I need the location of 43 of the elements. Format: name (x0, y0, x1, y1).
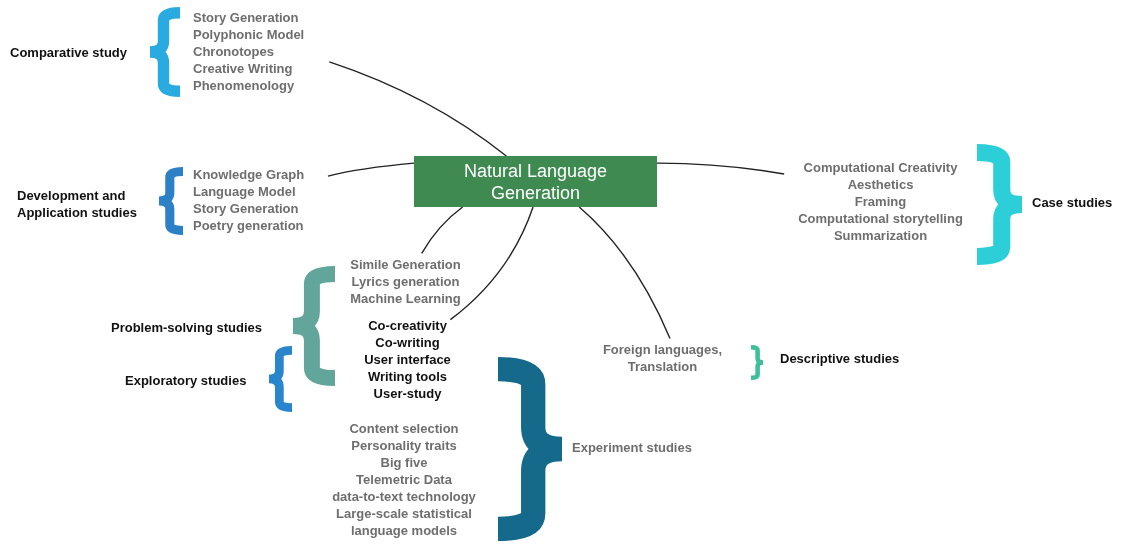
topic-term: Creative Writing (193, 60, 294, 77)
topic-term: Simile Generation (349, 256, 462, 273)
connector-line (656, 162, 785, 175)
topic-term: Story Generation (193, 9, 300, 26)
topic-term: Writing tools (366, 368, 449, 385)
topic-term: Co-writing (374, 334, 441, 351)
topic-term: Big five (379, 454, 429, 471)
topic-term: Poetry generation (193, 217, 305, 234)
category-label: Problem-solving studies (111, 319, 263, 336)
topic-term: Summarization (832, 227, 929, 244)
topic-term: Polyphonic Model (193, 26, 306, 43)
topic-term: Language Model (193, 183, 297, 200)
category-label: Experiment studies (572, 439, 693, 456)
topic-term: data-to-text technology (331, 488, 477, 505)
topic-term: Foreign languages, Translation (601, 341, 724, 375)
topic-term: Machine Learning (349, 290, 462, 307)
topic-term: User-study (372, 385, 443, 402)
topic-term: Knowledge Graph (193, 166, 306, 183)
topic-term: Phenomenology (193, 77, 296, 94)
topic-term: Aesthetics (846, 176, 915, 193)
connector-line (328, 61, 508, 157)
topic-term: Framing (853, 193, 908, 210)
category-label: Case studies (1032, 194, 1114, 211)
connector-line (327, 162, 415, 177)
topic-term: Large-scale statistical language models (335, 505, 473, 539)
connector-line (421, 206, 464, 254)
category-label: Descriptive studies (780, 350, 901, 367)
connector-line (578, 206, 671, 340)
topic-term: Lyrics generation (350, 273, 461, 290)
topic-term: Chronotopes (193, 43, 275, 60)
category-label: Exploratory studies (125, 372, 248, 389)
topic-term: Co-creativity (367, 317, 448, 334)
topic-term: Personality traits (350, 437, 458, 454)
topic-term: Computational storytelling (797, 210, 964, 227)
topic-term: User interface (363, 351, 452, 368)
topic-box: Natural Language Generation (414, 156, 657, 207)
topic-term: Computational Creativity (802, 159, 959, 176)
topic-term: Telemetric Data (355, 471, 453, 488)
connector-line (449, 206, 534, 321)
category-label: Development and Application studies (17, 187, 138, 221)
topic-term: Story Generation (193, 200, 300, 217)
category-label: Comparative study (10, 44, 129, 61)
topic-term: Content selection (348, 420, 460, 437)
